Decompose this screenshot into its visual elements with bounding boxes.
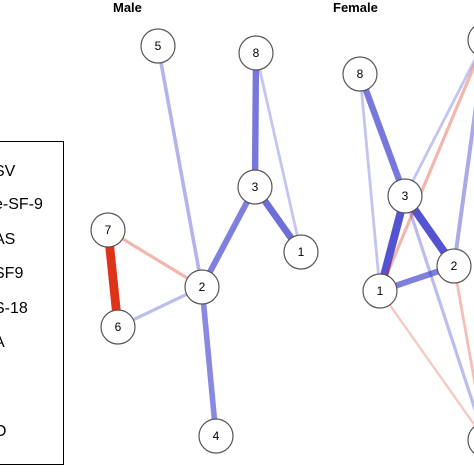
female-edge-1-top-right — [378, 62, 474, 292]
male-node-label: 4 — [213, 429, 220, 443]
legend-item: SV — [0, 163, 16, 180]
male-edge-2-3 — [199, 185, 258, 289]
female-edge-1-bottom-right — [379, 290, 474, 427]
female-node-label: 1 — [377, 284, 384, 298]
female-edge-2-bottom-right — [452, 265, 474, 387]
female-edge-8-3 — [356, 72, 409, 198]
male-node-5: 5 — [140, 28, 176, 64]
male-edge-3-8 — [251, 52, 260, 188]
legend-item: SF9 — [0, 265, 24, 282]
male-edge-2-5 — [156, 45, 204, 288]
male-node-label: 1 — [298, 245, 305, 259]
male-node-label: 7 — [105, 223, 112, 237]
male-node-8: 8 — [238, 35, 274, 71]
female-edge-3-bottom-right — [403, 195, 474, 412]
male-edge-7-2 — [107, 228, 203, 289]
female-node-8: 8 — [342, 56, 378, 92]
legend-box: SV e-SF-9 AS SF9 S-18 A O — [0, 141, 64, 465]
legend-item: S-18 — [0, 300, 28, 317]
legend-item: O — [0, 423, 7, 440]
female-node-label: 2 — [451, 259, 458, 273]
female-edge-3-top-right — [403, 58, 474, 197]
female-edge-2-top-right — [452, 105, 474, 267]
legend-item: e-SF-9 — [0, 196, 43, 213]
male-node-7: 7 — [90, 212, 126, 248]
female-panel-title: Female — [333, 0, 378, 15]
female-node-top-right — [467, 26, 474, 54]
male-node-6: 6 — [100, 309, 136, 345]
male-node-label: 3 — [252, 180, 259, 194]
female-node-1: 1 — [362, 273, 398, 309]
male-node-1: 1 — [283, 234, 319, 270]
male-node-label: 5 — [155, 39, 162, 53]
female-edge-8-1 — [358, 73, 382, 292]
male-edge-2-4 — [199, 286, 219, 437]
male-node-2: 2 — [184, 269, 220, 305]
female-node-2: 2 — [436, 248, 472, 284]
legend-item: AS — [0, 231, 16, 248]
female-node-label: 8 — [357, 67, 364, 81]
male-edge-8-1 — [254, 52, 303, 253]
male-node-3: 3 — [237, 169, 273, 205]
male-node-label: 6 — [115, 320, 122, 334]
male-node-label: 8 — [253, 46, 260, 60]
legend-item: A — [0, 334, 5, 352]
female-node-3: 3 — [387, 178, 423, 214]
male-node-label: 2 — [199, 280, 206, 294]
male-node-4: 4 — [198, 418, 234, 454]
female-node-label: 3 — [402, 189, 409, 203]
female-node-bottom-right — [467, 426, 474, 454]
male-panel-title: Male — [113, 0, 142, 15]
